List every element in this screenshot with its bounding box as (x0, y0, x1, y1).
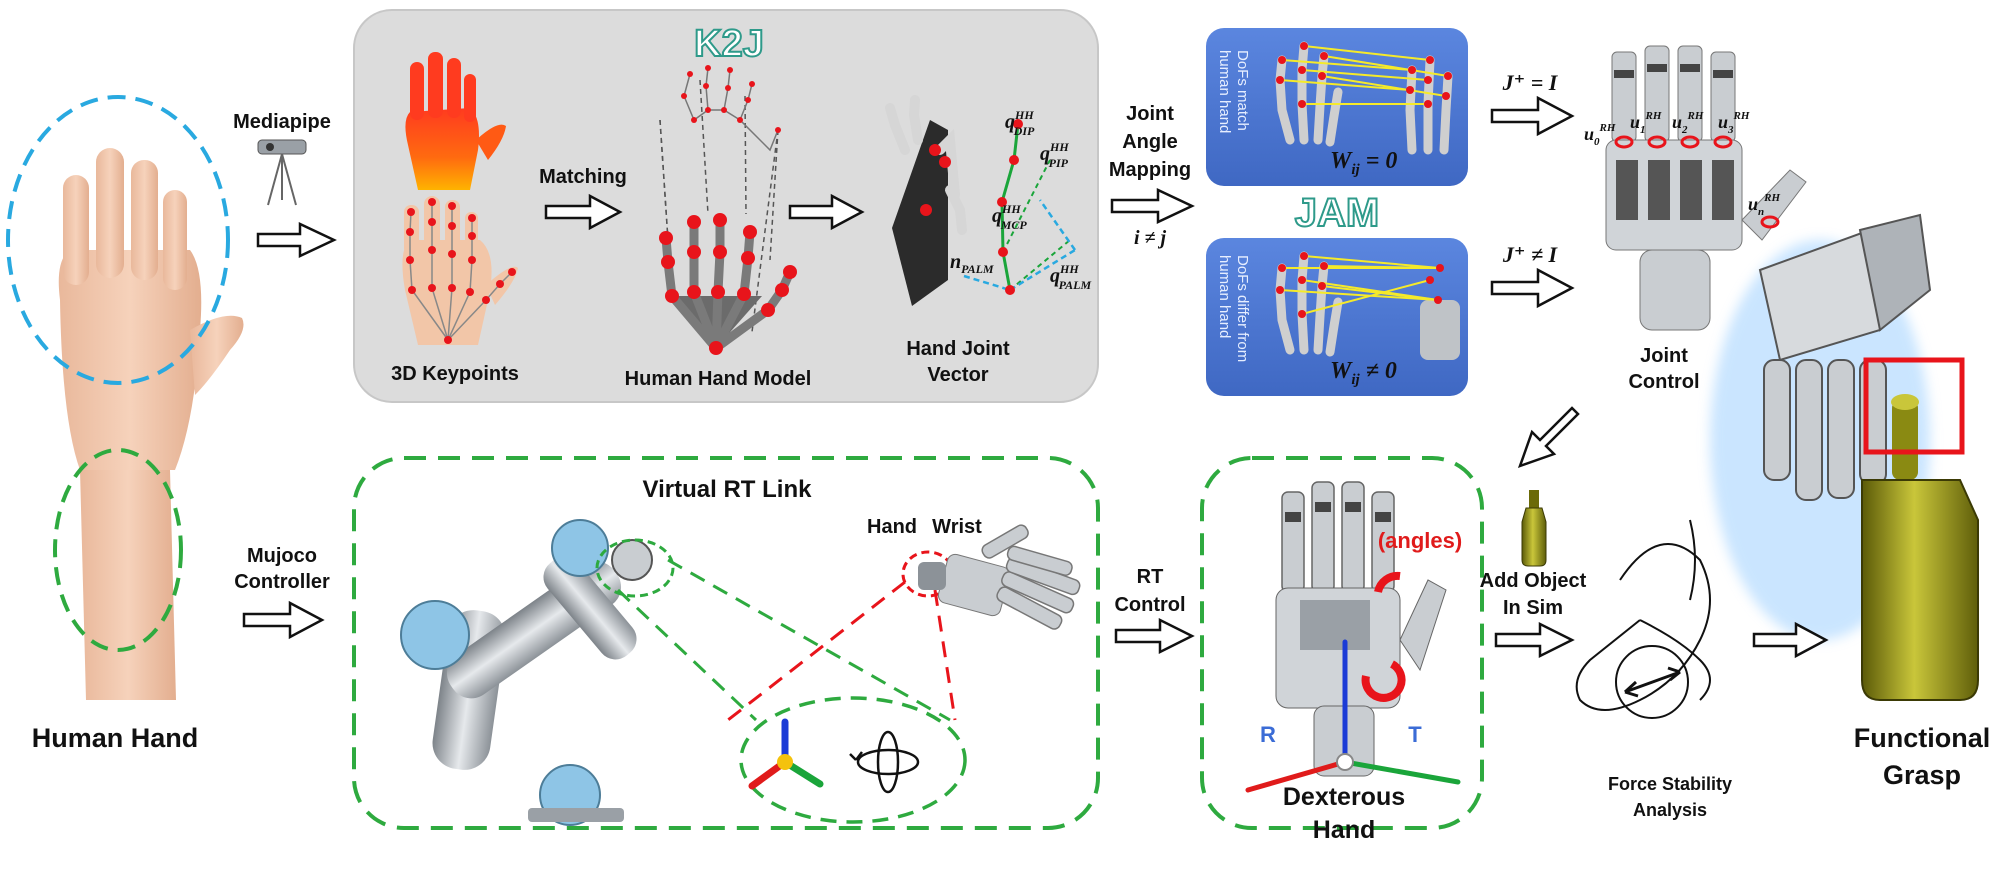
dofs-match-label-2: human hand (1216, 50, 1233, 133)
force-label-1: Force Stability (1608, 774, 1732, 794)
add-object-label-1: Add Object (1480, 570, 1587, 592)
rotation-icon (849, 730, 920, 794)
joint-vector-label-1: Hand Joint (906, 338, 1010, 360)
dexterous-hand-illustration (1275, 481, 1447, 777)
bottle-icon (1521, 490, 1547, 567)
joint-vector-label-2: Vector (927, 364, 988, 386)
rt-frame-outline (739, 696, 967, 824)
jam-match-hands (1275, 41, 1453, 155)
arrow-to-virtual-link (242, 600, 325, 640)
dexterous-axes (1245, 639, 1461, 793)
arrow-to-dexterous-hand (1114, 617, 1195, 655)
virtual-rt-link-title: Virtual RT Link (643, 476, 813, 503)
dofs-differ-label-2: human hand (1216, 255, 1233, 338)
mujoco-label-2: Controller (234, 571, 330, 593)
dofs-differ-label-1: DoFs differ from (1234, 255, 1251, 362)
u0-label: u0RH (1584, 122, 1616, 148)
i-neq-j-label: i ≠ j (1134, 227, 1167, 249)
depth-heatmap-hand (405, 52, 506, 190)
dofs-match-label-1: DoFs match (1234, 50, 1251, 131)
dexterous-label-1: Dexterous (1283, 783, 1405, 811)
arrow-to-joint-vector (788, 193, 865, 231)
human-hand-model (659, 65, 797, 355)
functional-grasp-illustration (1710, 213, 1979, 701)
arm-wrist-highlight (595, 538, 675, 598)
camera-icon (257, 139, 307, 206)
arrow-to-k2j (256, 222, 337, 258)
virtual-rt-link-panel (352, 456, 1100, 830)
jam-label-1: Joint (1126, 103, 1174, 125)
un-label: unRH (1748, 192, 1780, 218)
j-plus-eq-i-label: J⁺ = I (1502, 70, 1559, 95)
functional-grasp-label-2: Grasp (1883, 760, 1961, 790)
w-eq-zero-label: Wij = 0 (1330, 148, 1397, 178)
arrow-j-eq (1490, 95, 1575, 137)
n-palm-label: nPALM (950, 251, 994, 276)
force-label-2: Analysis (1633, 800, 1707, 820)
matching-label: Matching (539, 166, 627, 188)
u1-label: u1RH (1630, 110, 1662, 136)
w-neq-zero-label: Wij ≠ 0 (1330, 358, 1397, 388)
human-hand-illustration (58, 148, 244, 700)
arrow-to-functional-grasp (1752, 621, 1829, 659)
dexterous-hand-panel (1200, 456, 1484, 830)
arrow-j-neq (1490, 267, 1575, 309)
arrow-to-jam (1110, 188, 1195, 224)
hand-joint-vector (885, 95, 1077, 306)
dexterous-label-2: Hand (1313, 816, 1376, 844)
arrow-matching (544, 193, 623, 231)
functional-grasp-label-1: Functional (1854, 723, 1991, 753)
human-hand-label: Human Hand (32, 723, 199, 753)
axis-t-label: T (1408, 722, 1422, 747)
hand-region-outline (6, 95, 230, 385)
robot-hand-illustration (1605, 45, 1807, 331)
axis-r-label: R (1260, 722, 1276, 747)
mediapipe-label: Mediapipe (233, 111, 331, 133)
rt-robot-hand (918, 524, 1081, 630)
angles-label: (angles) (1378, 528, 1462, 553)
add-object-label-2: In Sim (1503, 597, 1563, 619)
rt-control-label-1: RT (1137, 566, 1164, 588)
k2j-title: K2J (694, 23, 764, 65)
u2-label: u2RH (1672, 110, 1704, 136)
jam-title: JAM (1295, 191, 1379, 235)
hand-label: Hand (867, 516, 917, 538)
arrow-to-force-analysis (1494, 621, 1575, 659)
keypoint-hand (402, 196, 518, 345)
force-stability-sketch (1575, 519, 1711, 719)
wrist-label: Wrist (932, 516, 982, 538)
rt-control-label-2: Control (1114, 594, 1185, 616)
joint-control-label-1: Joint (1640, 345, 1688, 367)
coordinate-axes-icon (748, 718, 824, 790)
wrist-region-outline (53, 448, 183, 652)
joint-control-label-2: Control (1628, 371, 1699, 393)
jam-differ-hands (1275, 251, 1460, 360)
jam-label-3: Mapping (1109, 159, 1191, 181)
hand-model-label: Human Hand Model (625, 368, 812, 390)
robot-arm-illustration (400, 519, 653, 826)
j-plus-neq-i-label: J⁺ ≠ I (1502, 242, 1559, 267)
rt-link-connectors (616, 558, 957, 722)
arrow-to-dexterous (1517, 406, 1580, 469)
keypoints-label: 3D Keypoints (391, 363, 519, 385)
u3-label: u3RH (1718, 110, 1750, 136)
mujoco-label-1: Mujoco (247, 545, 317, 567)
jam-label-2: Angle (1122, 131, 1178, 153)
